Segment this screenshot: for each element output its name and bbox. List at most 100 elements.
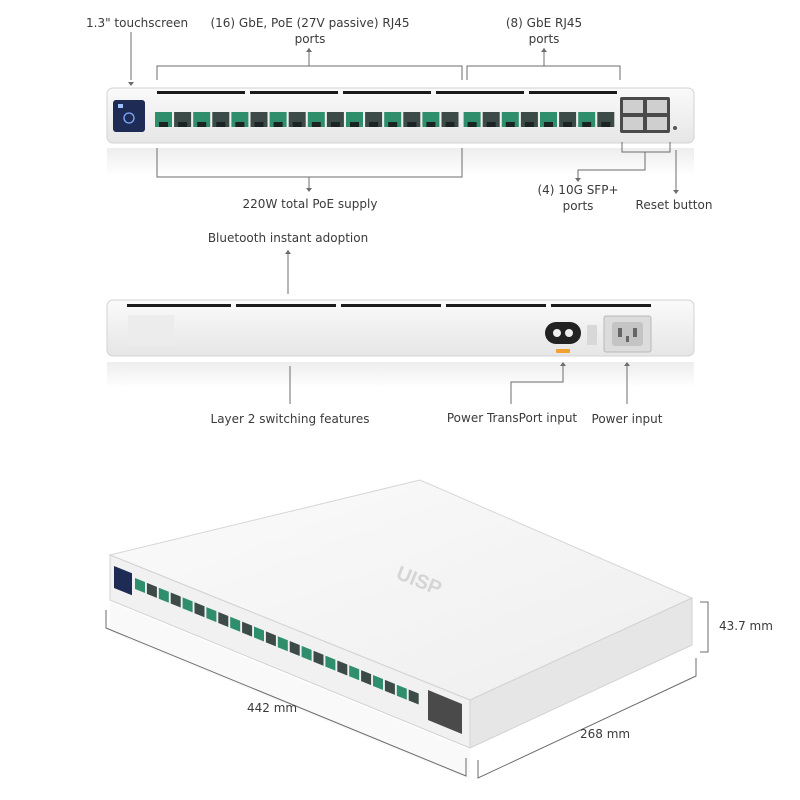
rj45-latch — [426, 122, 436, 127]
depth-dimension-label: 268 mm — [580, 727, 631, 741]
front-callouts — [130, 32, 677, 192]
rj45-port — [337, 660, 348, 676]
rj45-port — [158, 587, 169, 603]
rj45-latch — [445, 122, 455, 127]
width-dimension-label: 442 mm — [247, 701, 298, 715]
rj45-latch — [544, 122, 553, 127]
front-vent — [529, 91, 617, 94]
dimension-lines — [105, 601, 709, 779]
rj45-port — [194, 602, 205, 618]
rj45-port — [289, 641, 300, 657]
poe-ports-label-line2: ports — [294, 32, 326, 46]
transport-led — [556, 349, 570, 353]
perspective-sfp-cage — [428, 690, 462, 734]
rj45-latch — [407, 122, 417, 127]
rj45-latch — [563, 122, 573, 127]
sfp-cage — [620, 97, 670, 133]
transport-input — [545, 322, 581, 344]
rj45-port — [170, 592, 181, 608]
touchscreen-ring-icon — [123, 112, 135, 124]
front-vent — [157, 91, 245, 94]
rj45-latch — [197, 122, 207, 127]
layer2-label: Layer 2 switching features — [210, 412, 370, 426]
rj45-port — [277, 636, 288, 652]
front-vent — [250, 91, 338, 94]
rj45-latch — [254, 122, 264, 127]
front-vent — [343, 91, 431, 94]
rj45-latch — [369, 122, 379, 127]
rj45-port — [408, 689, 419, 705]
regulatory-label — [128, 315, 174, 345]
rj45-port — [301, 645, 312, 661]
rj45-latch — [505, 122, 515, 127]
rj45-port — [373, 675, 383, 690]
poe-ports-label-line1: (16) GbE, PoE (27V passive) RJ45 — [210, 16, 410, 30]
sfp-port — [623, 100, 643, 113]
rj45-port — [349, 665, 360, 681]
poe-ports-bracket — [156, 65, 463, 80]
height-dimension — [700, 601, 709, 653]
side-face — [469, 597, 693, 749]
transport-label: Power TransPort input — [446, 411, 578, 425]
sfp-port — [647, 117, 667, 130]
rj45-port — [230, 616, 241, 632]
rj45-port — [135, 578, 145, 593]
rear-reflection — [107, 362, 694, 388]
rj45-port — [361, 670, 372, 686]
rj45-port — [396, 684, 407, 700]
transport-leader — [510, 366, 564, 404]
rear-callouts — [287, 250, 628, 404]
gbe-ports-bracket — [466, 65, 621, 80]
power-switch — [587, 325, 597, 345]
rj45-latch — [292, 122, 302, 127]
front-vent — [436, 91, 524, 94]
rj45-latch — [524, 122, 534, 127]
rj45-latch — [159, 122, 168, 127]
bluetooth-label: Bluetooth instant adoption — [207, 231, 369, 245]
rj45-port — [182, 597, 193, 613]
rj45-latch — [486, 122, 496, 127]
rj45-latch — [350, 122, 359, 127]
rj45-latch — [216, 122, 226, 127]
depth-dimension — [477, 658, 697, 779]
rj45-latch — [330, 122, 340, 127]
front-reflection — [107, 148, 694, 176]
rj45-latch — [582, 122, 592, 127]
rj45-port — [146, 582, 157, 598]
rj45-latch — [467, 122, 477, 127]
rj45-port — [265, 631, 276, 647]
rj45-port — [313, 650, 324, 666]
gbe-ports-label-line1: (8) GbE RJ45 — [505, 16, 583, 30]
perspective-touchscreen — [114, 566, 132, 596]
sfp-leader — [577, 152, 646, 180]
rj45-latch — [311, 122, 321, 127]
height-dimension-label: 43.7 mm — [719, 619, 773, 633]
rj45-port — [254, 626, 264, 642]
power-input-label: Power input — [591, 412, 663, 426]
rj45-port — [384, 679, 395, 695]
rear-view — [106, 299, 695, 388]
rear-chassis — [106, 299, 695, 357]
perspective-port-strip — [135, 578, 419, 705]
rj45-latch — [178, 122, 188, 127]
sfp-label-line1: (4) 10G SFP+ — [537, 183, 619, 197]
rj45-port — [242, 621, 253, 637]
rj45-latch — [235, 122, 245, 127]
rj45-latch — [601, 122, 611, 127]
sfp-port — [623, 117, 643, 130]
front-port-strip — [155, 91, 617, 127]
rj45-latch — [273, 122, 283, 127]
touchscreen-glyph-icon — [118, 104, 123, 108]
width-dimension — [105, 610, 467, 777]
sfp-port — [647, 100, 667, 113]
perspective-view: UISP — [108, 479, 694, 780]
gbe-ports-label-line2: ports — [528, 32, 560, 46]
rj45-port — [325, 655, 336, 671]
touchscreen — [113, 100, 145, 132]
rj45-port — [206, 607, 217, 623]
sfp-bracket — [621, 142, 671, 153]
sfp-label-line2: ports — [562, 199, 594, 213]
perspective-reflection — [110, 602, 470, 780]
poe-supply-label: 220W total PoE supply — [242, 197, 378, 211]
